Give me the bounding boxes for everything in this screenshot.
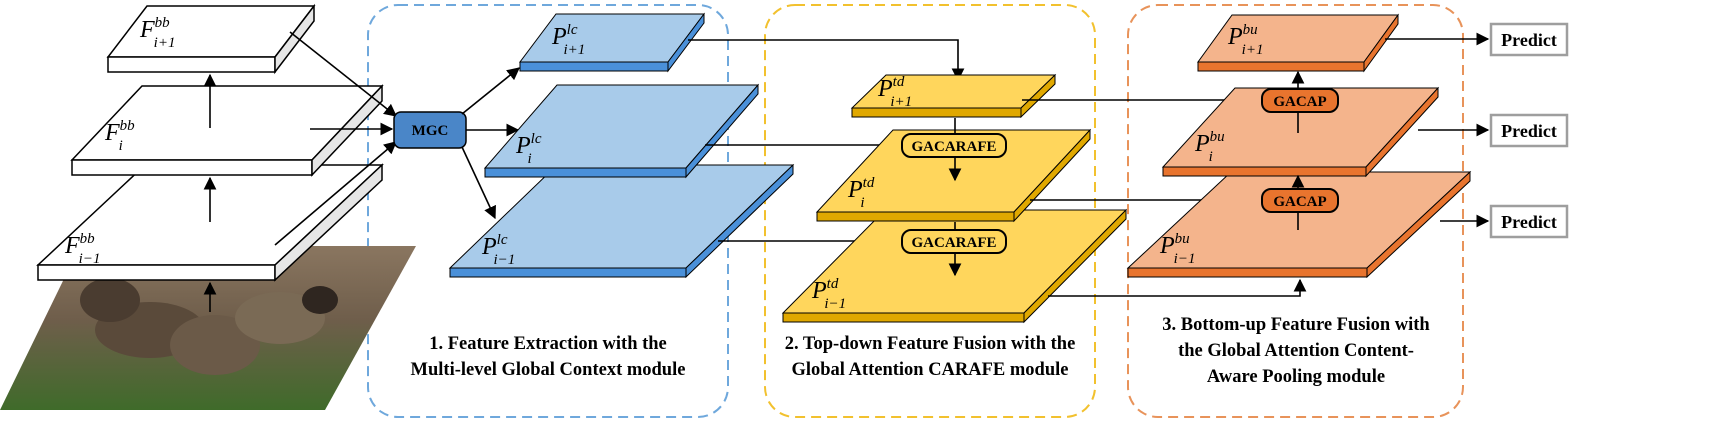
lc-layer-top bbox=[519, 12, 705, 73]
arrow-mgc-to-lc-top bbox=[461, 67, 520, 115]
arrow-lc-top-to-td-top bbox=[688, 39, 965, 82]
arrow-bot-to-mgc bbox=[274, 141, 397, 246]
backbone-layer-middle bbox=[70, 84, 384, 177]
arrow-top-to-mgc bbox=[289, 31, 398, 117]
module-box-2 bbox=[764, 4, 1096, 418]
lc-layer-middle bbox=[483, 83, 760, 179]
caption-box2-line2: Global Attention CARAFE module bbox=[791, 360, 1068, 380]
bu-layer-middle bbox=[1161, 86, 1440, 178]
gacap-block-1 bbox=[1261, 88, 1339, 113]
gacarafe-block-1 bbox=[901, 133, 1007, 158]
caption-box3-line3: Aware Pooling module bbox=[1207, 367, 1385, 387]
caption-box1-line1: 1. Feature Extraction with the bbox=[429, 334, 667, 354]
arrow-td-bot-to-bu-bot bbox=[1048, 278, 1307, 297]
gacap-label-2: GACAP bbox=[1273, 194, 1326, 210]
predict-label-1: Predict bbox=[1501, 30, 1557, 50]
backbone-layer-top bbox=[106, 3, 316, 75]
mgc-label: MGC bbox=[412, 123, 449, 139]
module-box-1 bbox=[367, 4, 729, 418]
predict-box-1 bbox=[1489, 22, 1569, 57]
predict-box-2 bbox=[1489, 113, 1569, 148]
gacarafe-label-2: GACARAFE bbox=[912, 235, 997, 251]
caption-box3-line2: the Global Attention Content- bbox=[1178, 341, 1414, 361]
caption-box1-line2: Multi-level Global Context module bbox=[411, 360, 686, 380]
bu-layer-bottom bbox=[1126, 170, 1472, 279]
module-box-3 bbox=[1127, 4, 1464, 418]
gacap-block-2 bbox=[1261, 188, 1339, 213]
caption-box2-line1: 2. Top-down Feature Fusion with the bbox=[785, 334, 1076, 354]
predict-label-2: Predict bbox=[1501, 121, 1557, 141]
gacarafe-label-1: GACARAFE bbox=[912, 139, 997, 155]
predict-box-3 bbox=[1489, 204, 1569, 239]
bu-layer-top bbox=[1197, 13, 1399, 73]
sheep-photo bbox=[0, 246, 416, 410]
arrow-mgc-to-lc-bot bbox=[461, 146, 496, 220]
gacap-label-1: GACAP bbox=[1273, 94, 1326, 110]
predict-label-3: Predict bbox=[1501, 212, 1557, 232]
caption-box3-line1: 3. Bottom-up Feature Fusion with bbox=[1162, 315, 1430, 335]
td-layer-top bbox=[850, 73, 1057, 119]
gacarafe-block-2 bbox=[901, 229, 1007, 254]
lc-layer-bottom bbox=[448, 163, 795, 279]
